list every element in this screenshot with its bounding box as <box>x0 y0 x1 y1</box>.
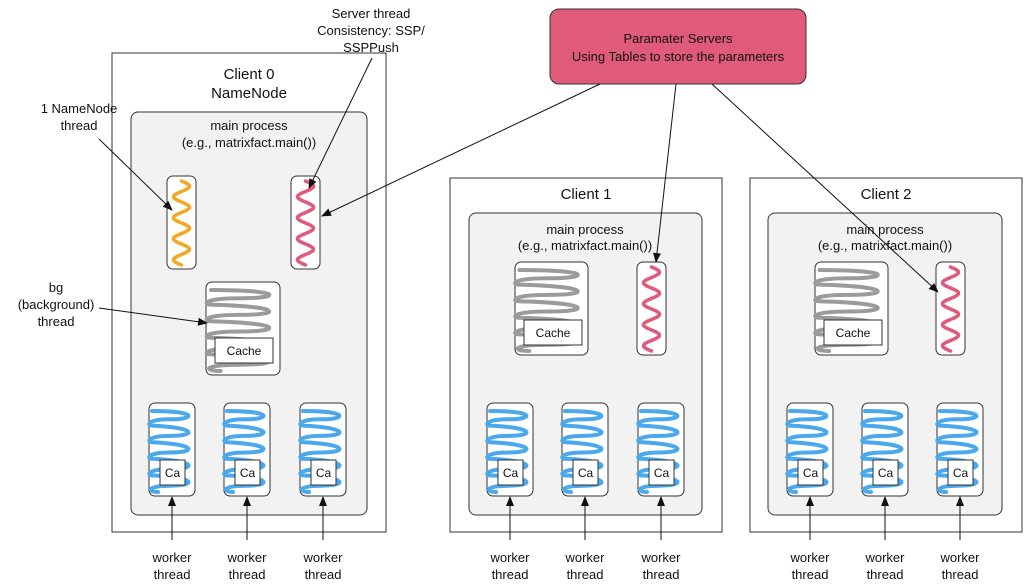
worker-label: thread <box>154 567 191 582</box>
client-2-process-title: main process <box>846 222 924 237</box>
client-2-worker-2-cache-label: Ca <box>878 466 894 480</box>
bg-thread-label-2: (background) <box>18 297 95 312</box>
client-0-worker-1-cache <box>159 459 186 486</box>
client-1-worker-2-cache-label: Ca <box>578 466 594 480</box>
parameter-server-title: Paramater Servers <box>623 31 733 46</box>
annotation-server-thread: Server thread Consistency: SSP/ SSPPush <box>308 6 425 189</box>
worker-labels: worker thread worker thread worker threa… <box>151 550 980 582</box>
namenode-thread-label-1: 1 NameNode <box>41 101 118 116</box>
client-2-server-thread-icon <box>940 265 961 353</box>
client-0: Client 0 NameNode main process (e.g., ma… <box>111 52 387 533</box>
client-1-worker-1-cache <box>497 459 524 486</box>
worker-label: worker <box>226 550 267 565</box>
namenode-thread-icon <box>171 179 192 267</box>
namenode-thread-label-2: thread <box>61 118 98 133</box>
client-1-worker-3-cache <box>648 459 675 486</box>
client-1-process-example: (e.g., matrixfact.main()) <box>518 238 652 253</box>
arrow-namenode-thread <box>98 138 173 211</box>
server-arrows <box>321 83 939 293</box>
client-1: Client 1 main process (e.g., matrixfact.… <box>449 177 723 533</box>
client-0-server-thread-icon <box>295 179 316 267</box>
client-0-worker-2-cache <box>234 459 261 486</box>
arrow-ps-to-client-0 <box>321 83 601 217</box>
annotation-namenode-thread: 1 NameNode thread <box>41 101 173 211</box>
client-1-worker-2-cache <box>572 459 599 486</box>
worker-label: worker <box>640 550 681 565</box>
client-1-worker-1-cache-label: Ca <box>503 466 519 480</box>
arrow-ps-to-client-1 <box>653 83 677 263</box>
client-0-cache-box <box>214 337 274 364</box>
worker-label: worker <box>564 550 605 565</box>
client-2-worker-2-cache <box>872 459 899 486</box>
client-1-worker-3-cache-label: Ca <box>654 466 670 480</box>
bg-thread-label-3: thread <box>38 314 75 329</box>
worker-arrows <box>168 496 964 540</box>
worker-label: thread <box>567 567 604 582</box>
arrow-ps-to-client-2 <box>711 83 939 293</box>
worker-label: worker <box>489 550 530 565</box>
client-1-server-thread-icon <box>641 265 662 353</box>
client-2-worker-1-cache-label: Ca <box>803 466 819 480</box>
client-0-worker-1-cache-label: Ca <box>165 466 181 480</box>
client-1-cache-label: Cache <box>536 326 571 340</box>
client-0-role: NameNode <box>211 85 287 102</box>
client-1-process-title: main process <box>546 222 624 237</box>
worker-label: worker <box>864 550 905 565</box>
annotation-bg-thread: bg (background) thread <box>18 280 208 329</box>
server-thread-label-2: Consistency: SSP/ <box>317 23 425 38</box>
arrow-bg-thread <box>98 307 208 326</box>
worker-label: worker <box>789 550 830 565</box>
client-2-worker-3-cache <box>947 459 974 486</box>
client-0-worker-2-cache-label: Ca <box>240 466 256 480</box>
worker-label: worker <box>151 550 192 565</box>
worker-label: worker <box>939 550 980 565</box>
worker-label: thread <box>229 567 266 582</box>
worker-label: thread <box>792 567 829 582</box>
client-2-worker-3-cache-label: Ca <box>953 466 969 480</box>
client-1-title: Client 1 <box>561 186 612 203</box>
client-2-process-example: (e.g., matrixfact.main()) <box>818 238 952 253</box>
parameter-server-subtitle: Using Tables to store the parameters <box>572 49 785 64</box>
client-0-worker-3-cache-label: Ca <box>316 466 332 480</box>
worker-label: thread <box>942 567 979 582</box>
bg-thread-label-1: bg <box>49 280 63 295</box>
client-0-process-example: (e.g., matrixfact.main()) <box>182 135 316 150</box>
client-2-title: Client 2 <box>861 186 912 203</box>
client-0-process-title: main process <box>210 118 288 133</box>
client-0-title: Client 0 <box>224 66 275 83</box>
worker-label: thread <box>305 567 342 582</box>
client-1-cache-box <box>523 319 583 346</box>
server-thread-label-1: Server thread <box>332 6 411 21</box>
client-2-cache-box <box>823 319 883 346</box>
server-thread-label-3: SSPPush <box>343 40 399 55</box>
client-2-cache-label: Cache <box>836 326 871 340</box>
client-2: Client 2 main process (e.g., matrixfact.… <box>749 177 1023 533</box>
worker-label: thread <box>492 567 529 582</box>
worker-label: worker <box>302 550 343 565</box>
client-2-worker-1-cache <box>797 459 824 486</box>
worker-label: thread <box>643 567 680 582</box>
client-0-cache-label: Cache <box>227 344 262 358</box>
client-0-worker-3-cache <box>310 459 337 486</box>
parameter-server-box: Paramater Servers Using Tables to store … <box>549 8 807 85</box>
worker-label: thread <box>867 567 904 582</box>
arrow-server-thread <box>308 57 373 189</box>
